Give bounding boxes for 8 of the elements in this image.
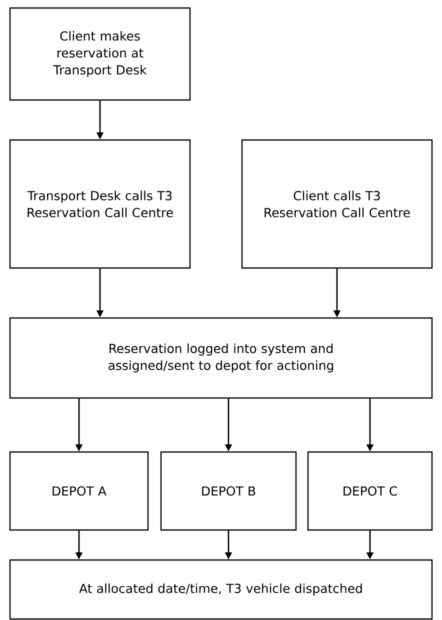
process-box: Client calls T3 Reservation Call Centre — [241, 139, 433, 269]
process-box: DEPOT B — [160, 451, 297, 531]
process-box: DEPOT C — [307, 451, 433, 531]
process-box: Reservation logged into system and assigned/sent to depot for actioning — [9, 317, 433, 399]
process-box: Client makes reservation at Transport Desk — [9, 7, 191, 101]
process-box: DEPOT A — [9, 451, 149, 531]
process-box: At allocated date/time, T3 vehicle dispatched — [9, 559, 433, 620]
process-box: Transport Desk calls T3 Reservation Call Centre — [9, 139, 191, 269]
